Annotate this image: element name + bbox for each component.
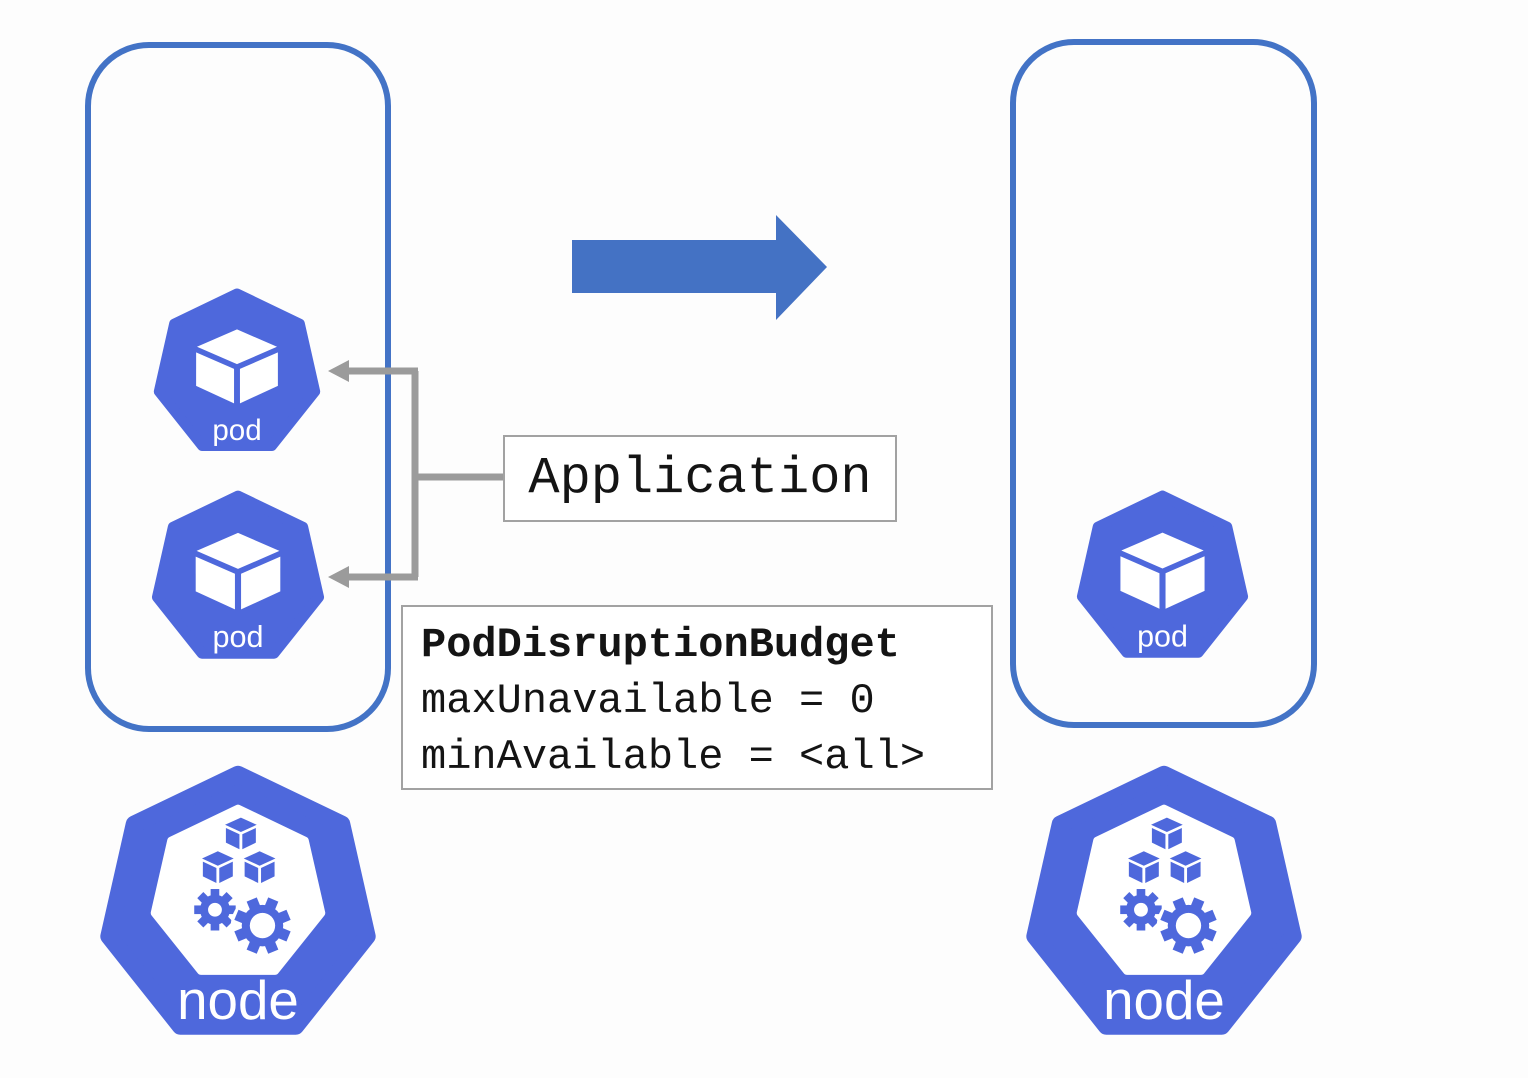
- node-icon: node: [1018, 760, 1310, 1048]
- node-label: node: [1103, 969, 1225, 1031]
- node-icon: node: [92, 760, 384, 1048]
- pod-disruption-budget-box: PodDisruptionBudget maxUnavailable = 0 m…: [401, 605, 993, 790]
- node-label: node: [177, 969, 299, 1031]
- application-label: Application: [528, 449, 872, 508]
- node-boundary-right: [1010, 39, 1317, 728]
- pdb-rule-max-unavailable: maxUnavailable = 0: [421, 677, 875, 725]
- pdb-rule-min-available: minAvailable = <all>: [421, 733, 926, 781]
- pod-label: pod: [212, 414, 261, 447]
- pod-icon: pod: [1071, 487, 1254, 666]
- node-boundary-left: [85, 42, 391, 732]
- arrow-right-icon: [572, 215, 827, 320]
- pod-icon: pod: [148, 487, 328, 667]
- arrowhead-left-bottom-icon: [328, 566, 349, 588]
- arrowhead-left-top-icon: [328, 360, 349, 382]
- pod-icon: pod: [150, 283, 324, 461]
- application-connector: [328, 360, 505, 588]
- pod-label: pod: [1137, 619, 1188, 653]
- pdb-title: PodDisruptionBudget: [421, 621, 900, 669]
- application-box: Application: [503, 435, 897, 522]
- pod-label: pod: [212, 620, 263, 654]
